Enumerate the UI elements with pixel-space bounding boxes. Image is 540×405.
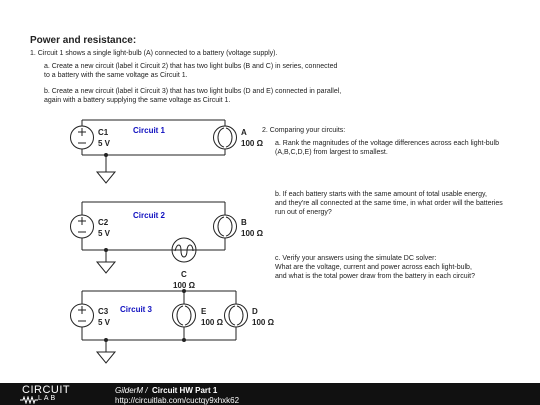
bulb-e-value: 100 Ω xyxy=(201,318,224,327)
ground-icon xyxy=(95,171,117,184)
bulb-c-name: C xyxy=(181,270,187,279)
question-1a: a. Create a new circuit (label it Circui… xyxy=(44,63,338,79)
bulb-c-value: 100 Ω xyxy=(173,281,196,290)
bulb-c-icon xyxy=(171,237,197,263)
circuit-url-link[interactable]: http://circuitlab.com/cuctqy9xhxk62 xyxy=(115,396,240,405)
bulb-a-icon xyxy=(213,125,237,150)
circuit-1-title: Circuit 1 xyxy=(133,126,166,135)
battery-c1-value: 5 V xyxy=(98,139,111,148)
battery-c3-icon xyxy=(70,303,94,328)
bulb-d-icon xyxy=(224,303,248,328)
junction-dot xyxy=(104,153,108,157)
question-2: 2. Comparing your circuits: xyxy=(262,127,346,134)
junction-dot xyxy=(182,338,186,342)
footer-bar xyxy=(0,383,540,405)
bulb-b-name: B xyxy=(241,218,247,227)
junction-dot xyxy=(104,338,108,342)
battery-c3-value: 5 V xyxy=(98,318,111,327)
bulb-a-value: 100 Ω xyxy=(241,139,264,148)
circuit-diagrams: Circuit 1 C1 5 V A 100 Ω Circuit 2 C2 5 … xyxy=(70,119,275,364)
circuit-3-schematic xyxy=(70,290,248,364)
circuit-2-schematic xyxy=(70,201,237,274)
junction-dot xyxy=(104,248,108,252)
circuit-3-title: Circuit 3 xyxy=(120,305,153,314)
battery-c1-name: C1 xyxy=(98,128,109,137)
bulb-d-value: 100 Ω xyxy=(252,318,275,327)
page-title: Power and resistance: xyxy=(30,35,137,46)
bulb-b-icon xyxy=(213,214,237,239)
bulb-e-icon xyxy=(172,303,196,328)
battery-c2-name: C2 xyxy=(98,218,109,227)
bulb-a-name: A xyxy=(241,128,247,137)
battery-c2-icon xyxy=(70,214,94,239)
ground-icon xyxy=(95,261,117,274)
circuit-2-title: Circuit 2 xyxy=(133,211,166,220)
question-2a: a. Rank the magnitudes of the voltage di… xyxy=(275,140,500,156)
question-1: 1. Circuit 1 shows a single light-bulb (… xyxy=(30,50,278,57)
battery-c2-value: 5 V xyxy=(98,229,111,238)
battery-c1-icon xyxy=(70,125,94,150)
bulb-b-value: 100 Ω xyxy=(241,229,264,238)
bulb-d-name: D xyxy=(252,307,258,316)
waveform-icon xyxy=(20,396,38,404)
ground-icon xyxy=(95,351,117,364)
battery-c3-name: C3 xyxy=(98,307,109,316)
question-2c: c. Verify your answers using the simulat… xyxy=(275,255,475,280)
author-link[interactable]: GilderM / xyxy=(115,386,148,395)
circuit-title-link[interactable]: Circuit HW Part 1 xyxy=(152,386,218,395)
bulb-e-name: E xyxy=(201,307,207,316)
question-2b: b. If each battery starts with the same … xyxy=(275,191,503,216)
question-1b: b. Create a new circuit (label it Circui… xyxy=(44,88,342,104)
circuitlab-logo-sub: LAB xyxy=(38,395,58,402)
junction-dot xyxy=(182,289,186,293)
circuitlab-logo[interactable]: CIRCUIT xyxy=(22,384,71,396)
circuit-1-schematic xyxy=(70,119,237,184)
